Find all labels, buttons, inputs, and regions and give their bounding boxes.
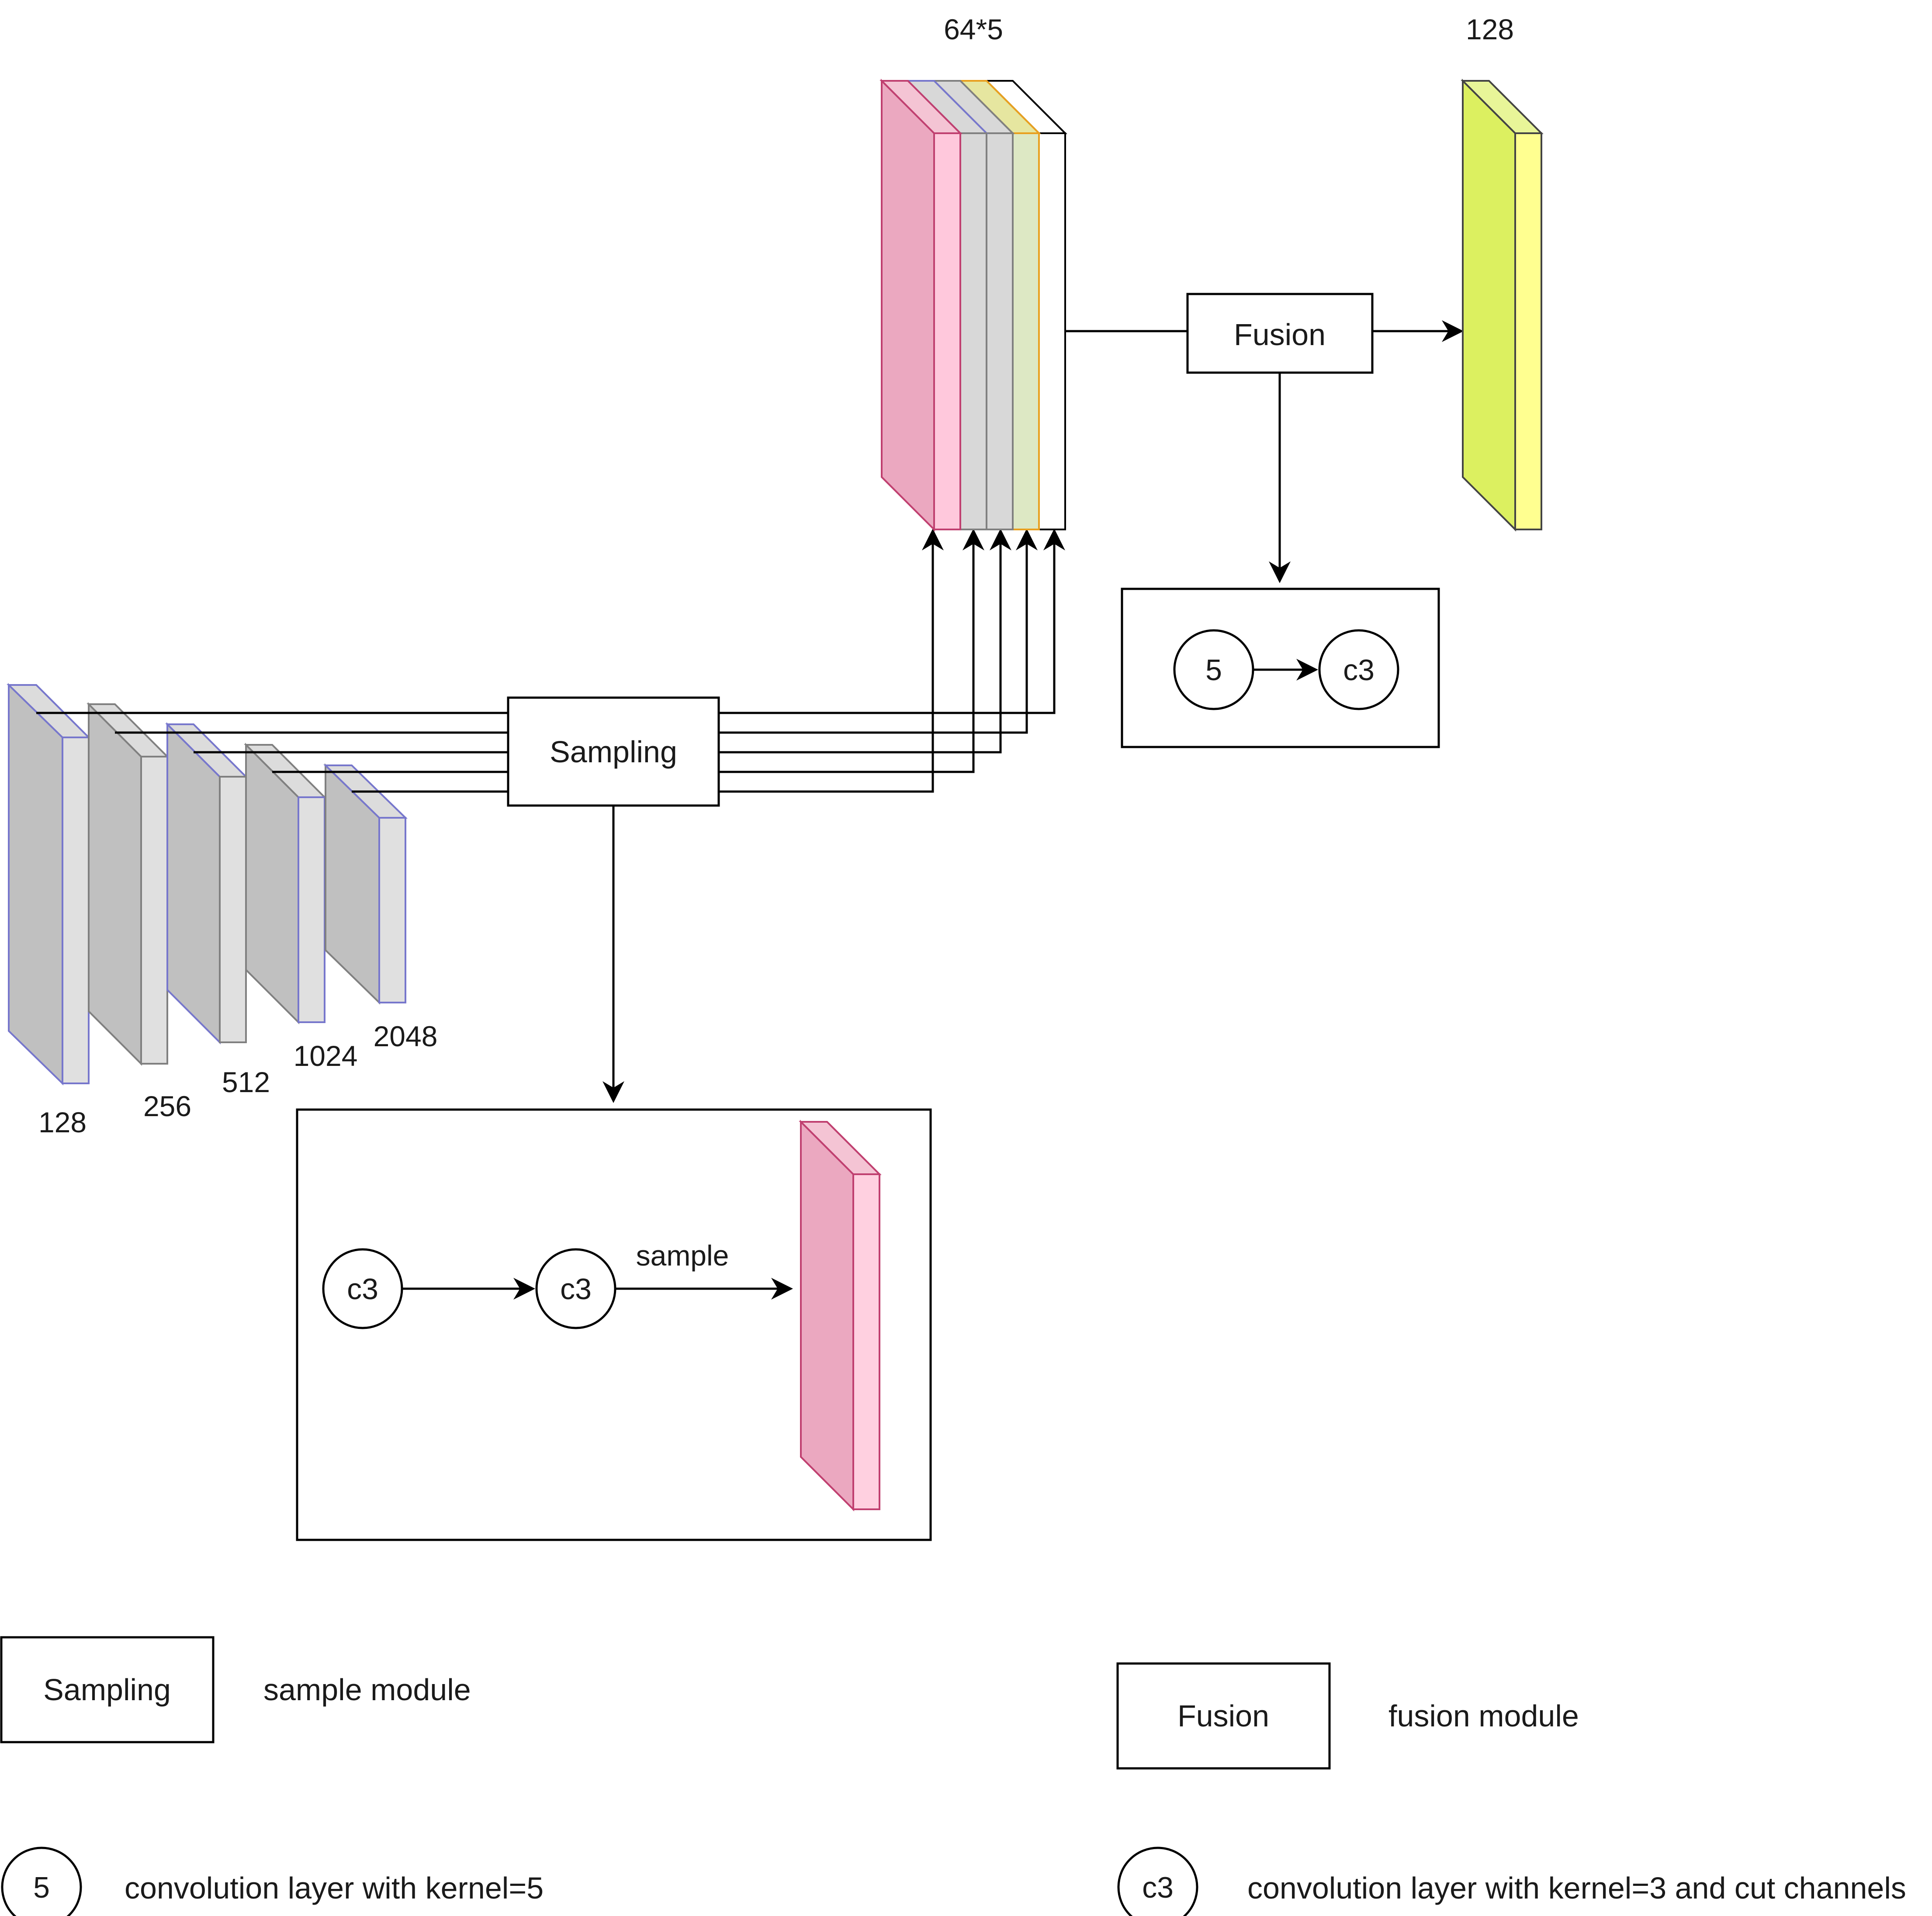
svg-text:c3: c3	[347, 1273, 378, 1306]
encoder-layer-2048	[323, 763, 408, 1005]
encoder-label-128: 128	[38, 1106, 87, 1138]
fusion-module: Fusion	[1186, 293, 1374, 374]
sampling-to-concat-lines	[719, 529, 1065, 793]
legend-fusion-box-label: Fusion	[1177, 1699, 1269, 1733]
encoder-label-1024: 1024	[294, 1040, 358, 1072]
encoder-layer-512	[165, 722, 248, 1044]
encoder-layer-1024	[244, 743, 327, 1024]
legend-conv5-symbol: 5	[33, 1871, 50, 1904]
legend-fusion-desc: fusion module	[1388, 1699, 1579, 1733]
legend-conv3-desc: convolution layer with kernel=3 and cut …	[1247, 1871, 1906, 1905]
encoder-label-2048: 2048	[374, 1020, 438, 1052]
sample-edge-label: sample	[636, 1239, 729, 1272]
legend-sampling-box-label: Sampling	[43, 1673, 171, 1707]
legend-conv5: 5 convolution layer with kernel=5	[1, 1847, 544, 1916]
svg-text:5: 5	[1205, 654, 1222, 687]
sampling-label: Sampling	[550, 735, 677, 769]
output-feature-map: 128	[1461, 13, 1544, 532]
legend-fusion: Fusion fusion module	[1116, 1662, 1579, 1770]
sampling-module: Sampling	[507, 696, 720, 807]
encoder-stack: 128 256 512 1024 2048	[7, 683, 438, 1138]
encoder-label-512: 512	[222, 1066, 270, 1098]
sampling-detail: c3 c3 sample	[296, 1108, 932, 1541]
legend-sampling-desc: sample module	[263, 1673, 471, 1707]
legend-conv5-desc: convolution layer with kernel=5	[125, 1871, 544, 1905]
svg-text:c3: c3	[560, 1273, 592, 1306]
encoder-label-256: 256	[143, 1090, 191, 1122]
fusion-detail-node-conv5: 5	[1173, 629, 1254, 710]
concat-feature-maps: 64*5	[879, 13, 1067, 532]
svg-text:c3: c3	[1343, 654, 1375, 687]
sampling-detail-node-c3-first: c3	[322, 1248, 403, 1329]
encoder-layer-128	[7, 683, 91, 1086]
output-label: 128	[1466, 13, 1514, 45]
fusion-label: Fusion	[1234, 318, 1326, 352]
legend-sampling: Sampling sample module	[0, 1636, 471, 1743]
fusion-detail-node-conv3: c3	[1318, 629, 1399, 710]
encoder-to-sampling-lines	[36, 712, 508, 793]
sampled-feature-map	[799, 1120, 882, 1511]
legend-conv3-symbol: c3	[1142, 1871, 1174, 1904]
legend: Sampling sample module Fusion fusion mod…	[0, 1636, 1906, 1916]
legend-conv3: c3 convolution layer with kernel=3 and c…	[1117, 1847, 1906, 1916]
fusion-detail: 5 c3	[1121, 588, 1440, 748]
sampling-detail-node-c3-second: c3	[535, 1248, 616, 1329]
concat-label: 64*5	[944, 13, 1003, 45]
encoder-layer-256	[87, 702, 170, 1066]
